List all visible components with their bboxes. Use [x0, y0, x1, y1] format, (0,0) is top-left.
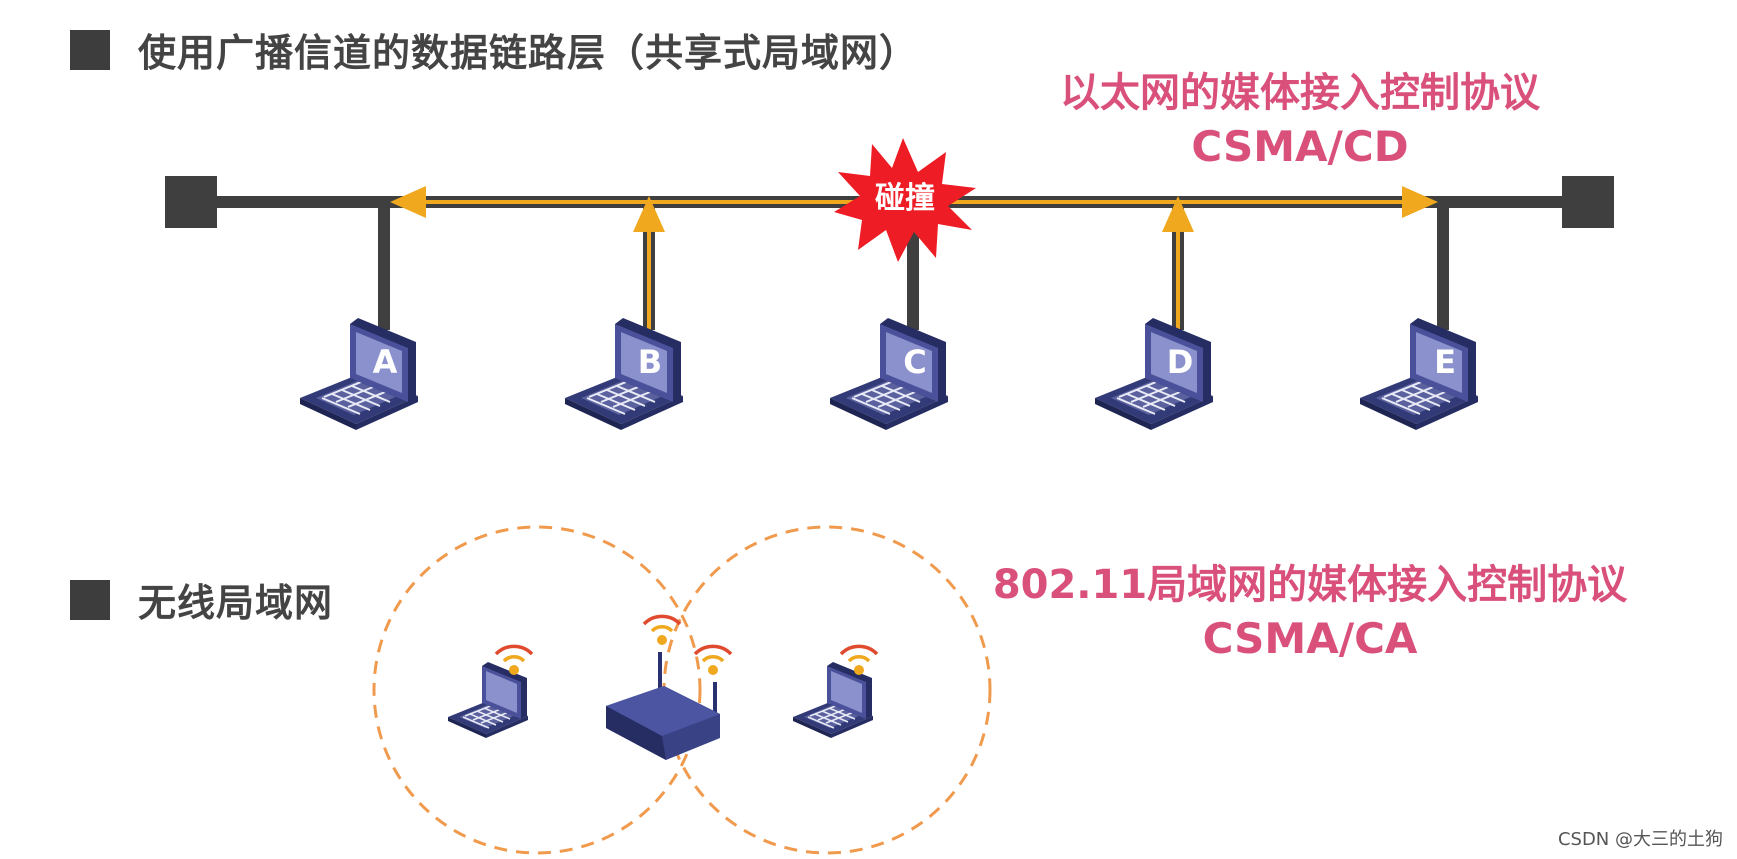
laptop-icon: [564, 317, 684, 431]
protocol-acronym: CSMA/CA: [1202, 614, 1418, 663]
laptop-icon: [1359, 317, 1479, 431]
bus-terminator-right: [1562, 176, 1614, 228]
collision-burst-icon: 碰撞: [834, 138, 976, 262]
drop-e: [1437, 205, 1449, 330]
section-title: 使用广播信道的数据链路层（共享式局域网）: [138, 31, 919, 75]
laptop-icon: [829, 317, 949, 431]
section-title: 无线局域网: [138, 581, 334, 625]
host-label: A: [373, 343, 398, 381]
collision-label: 碰撞: [875, 181, 935, 216]
heading-bullet-square: [70, 29, 110, 70]
access-point-icon: [606, 652, 720, 760]
coverage-range-left: [372, 525, 702, 855]
wifi-signal-icon: [693, 644, 733, 677]
host-e: E: [1359, 317, 1479, 431]
watermark: CSDN @大三的土狗: [1557, 829, 1723, 850]
heading-bullet-square: [70, 579, 110, 620]
signal-arrows: [390, 186, 1438, 330]
protocol-acronym: CSMA/CD: [1191, 122, 1409, 171]
laptop-icon: [299, 317, 419, 431]
protocol-name: 802.11局域网的媒体接入控制协议: [992, 562, 1628, 608]
wireless-lan: [372, 525, 992, 855]
wireless-protocol-label: 802.11局域网的媒体接入控制协议 CSMA/CA: [970, 558, 1650, 666]
bus-terminator-left: [165, 176, 217, 228]
host-label: D: [1167, 343, 1194, 381]
protocol-name: 以太网的媒体接入控制协议: [1060, 70, 1540, 116]
host-label: E: [1434, 343, 1456, 381]
ethernet-protocol-label: 以太网的媒体接入控制协议 CSMA/CD: [1000, 66, 1600, 174]
laptop-icon: [1094, 317, 1214, 431]
section-heading-wireless-lan: 无线局域网: [70, 572, 333, 627]
section-heading-shared-lan: 使用广播信道的数据链路层（共享式局域网）: [70, 22, 918, 77]
host-a: A: [299, 317, 419, 431]
host-c: C: [829, 317, 949, 431]
drop-a: [378, 205, 390, 330]
host-b: B: [564, 317, 684, 431]
host-label: C: [903, 343, 926, 381]
host-d: D: [1094, 317, 1214, 431]
host-label: B: [638, 343, 662, 381]
